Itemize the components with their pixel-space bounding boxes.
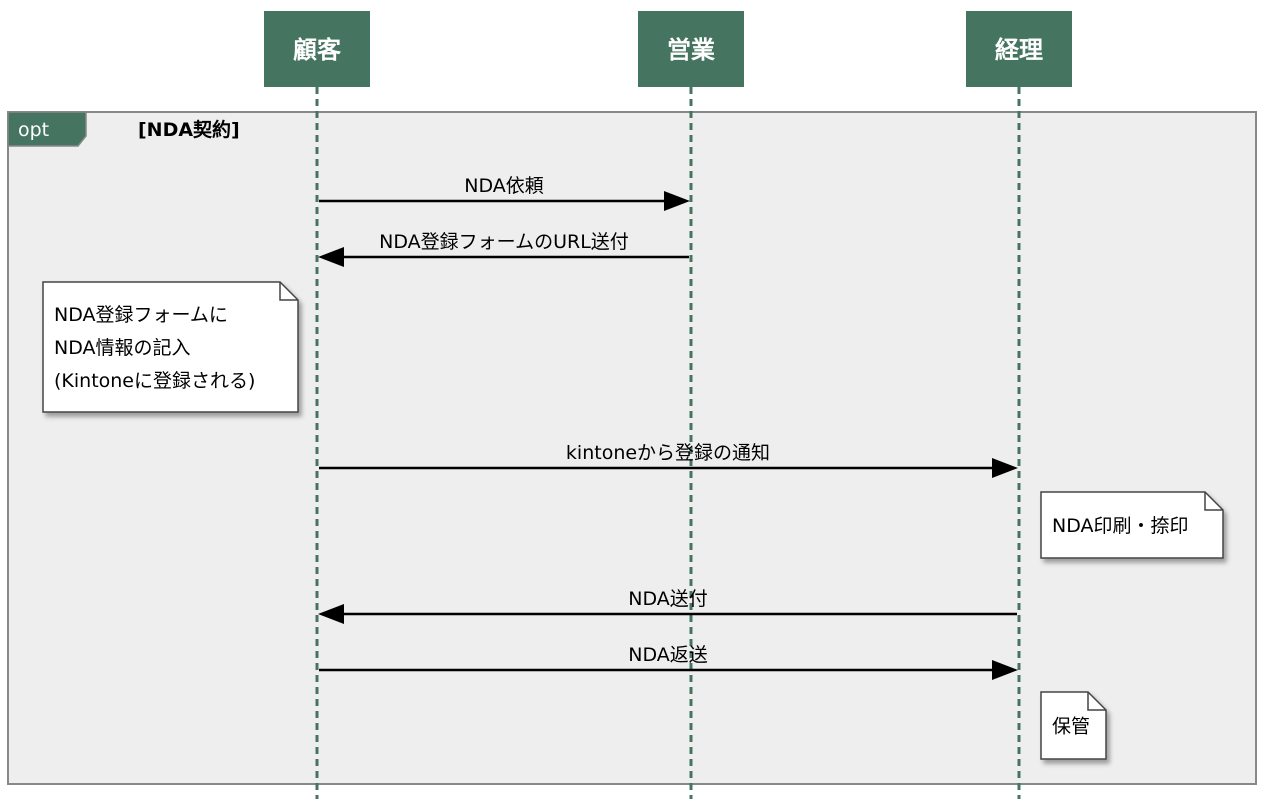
- note-fold: [1204, 492, 1223, 511]
- participant-box: [638, 11, 744, 87]
- message-4: NDA送付: [318, 588, 1017, 624]
- notes: NDA登録フォームに NDA情報の記入 (Kintoneに登録される) NDA印刷・捺…: [42, 281, 1224, 760]
- arrowhead: [992, 458, 1018, 478]
- participant-box: [966, 11, 1072, 87]
- message-label: NDA登録フォームのURL送付: [379, 231, 629, 253]
- fragment-operator: opt: [18, 119, 49, 141]
- note-line: NDA登録フォームに: [54, 304, 228, 326]
- fragment-guard: [NDA契約]: [138, 118, 240, 141]
- arrowhead: [318, 604, 344, 624]
- note-fold: [279, 282, 298, 301]
- lifelines: [315, 87, 1021, 799]
- message-3: kintoneから登録の通知: [319, 442, 1018, 478]
- note-line: 保管: [1052, 716, 1090, 738]
- participant-label: 経理: [995, 36, 1043, 64]
- messages: NDA依頼 NDA登録フォームのURL送付 kintoneから登録の通知 NDA送付 N…: [318, 175, 1018, 680]
- note-line: (Kintoneに登録される): [54, 370, 255, 392]
- participant-box: [264, 11, 370, 87]
- note-body: [1040, 491, 1224, 559]
- fragment-operator-tab: [7, 111, 87, 147]
- opt-fragment: opt [NDA契約]: [7, 111, 1257, 785]
- message-5: NDA返送: [319, 644, 1018, 680]
- message-label: NDA送付: [628, 588, 708, 610]
- note-body: [1040, 691, 1107, 760]
- participant-customer: 顧客: [264, 11, 370, 87]
- note-body: [42, 281, 299, 413]
- message-1: NDA依頼: [319, 175, 690, 211]
- message-2: NDA登録フォームのURL送付: [318, 231, 689, 267]
- note-line: NDA情報の記入: [54, 337, 191, 359]
- arrowhead: [318, 247, 344, 267]
- participant-sales: 営業: [638, 11, 744, 87]
- note-3: 保管: [1040, 691, 1107, 760]
- arrowhead: [992, 660, 1018, 680]
- message-label: NDA返送: [628, 644, 708, 666]
- fragment-frame: [7, 111, 1257, 785]
- note-2: NDA印刷・捺印: [1040, 491, 1224, 559]
- note-fold: [1087, 692, 1106, 711]
- note-line: NDA印刷・捺印: [1052, 515, 1189, 537]
- participant-label: 顧客: [293, 36, 342, 64]
- message-label: kintoneから登録の通知: [566, 442, 770, 464]
- note-1: NDA登録フォームに NDA情報の記入 (Kintoneに登録される): [42, 281, 299, 413]
- arrowhead: [664, 191, 690, 211]
- message-label: NDA依頼: [464, 175, 544, 197]
- participant-accounting: 経理: [966, 11, 1072, 87]
- participants: 顧客 営業 経理: [264, 11, 1072, 87]
- participant-label: 営業: [667, 36, 715, 64]
